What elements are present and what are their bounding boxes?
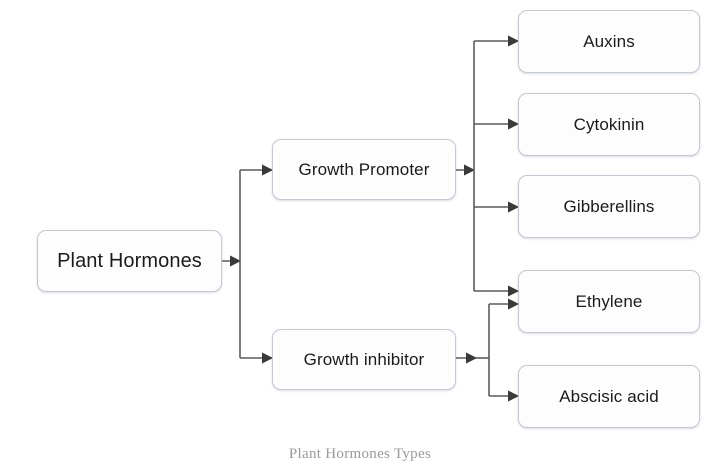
node-auxins[interactable]: Auxins [518, 10, 700, 73]
node-ethylene[interactable]: Ethylene [518, 270, 700, 333]
node-growth-promoter[interactable]: Growth Promoter [272, 139, 456, 200]
diagram-caption: Plant Hormones Types [288, 446, 432, 462]
node-gibberellins[interactable]: Gibberellins [518, 175, 700, 238]
node-plant-hormones[interactable]: Plant Hormones [37, 230, 222, 292]
node-cytokinin[interactable]: Cytokinin [518, 93, 700, 156]
node-growth-inhibitor[interactable]: Growth inhibitor [272, 329, 456, 390]
node-abscisic-acid[interactable]: Abscisic acid [518, 365, 700, 428]
